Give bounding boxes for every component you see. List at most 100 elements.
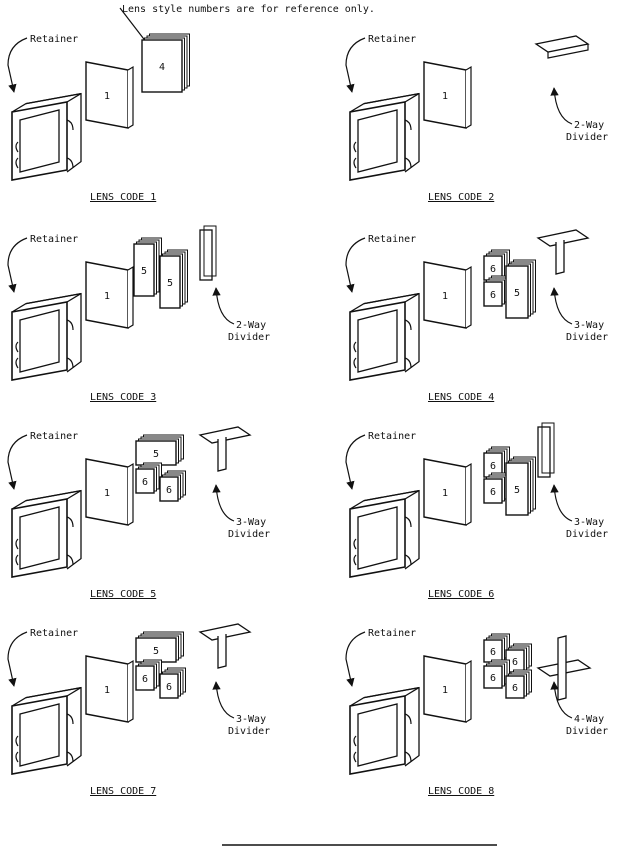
retainer-window xyxy=(357,109,398,173)
divider-label-line2: Divider xyxy=(566,726,608,737)
reference-note-text: Lens style numbers are for reference onl… xyxy=(122,4,375,15)
retainer-label: Retainer xyxy=(30,234,78,245)
lens-number: 6 xyxy=(166,682,172,693)
divider-bar xyxy=(198,623,252,641)
retainer-arrow xyxy=(7,631,28,687)
retainer-clips xyxy=(66,516,74,566)
lens-block xyxy=(135,440,177,466)
lens-block xyxy=(141,39,183,93)
divider-label-line1: 3-Way xyxy=(236,714,266,725)
lens-code-caption: LENS CODE 8 xyxy=(428,786,494,797)
lens-number: 5 xyxy=(167,278,173,289)
lens-block xyxy=(505,265,529,319)
retainer-top xyxy=(11,489,82,510)
lens-block xyxy=(133,243,155,297)
lens-number: 6 xyxy=(490,673,496,684)
divider-arrow xyxy=(212,287,235,325)
lens-plate-edge xyxy=(465,265,472,329)
retainer-arrow xyxy=(345,434,366,490)
divider-label-line1: 3-Way xyxy=(574,517,604,528)
retainer-hooks xyxy=(353,735,357,763)
lens-code-caption: LENS CODE 4 xyxy=(428,392,494,403)
retainer-top xyxy=(11,292,82,313)
divider-label-line2: Divider xyxy=(566,132,608,143)
divider-label-line2: Divider xyxy=(566,529,608,540)
lens-block xyxy=(505,462,529,516)
lens-block xyxy=(159,673,179,699)
divider-label-line2: Divider xyxy=(228,726,270,737)
lens-block xyxy=(483,665,503,689)
retainer-arrow xyxy=(345,237,366,293)
lens-block xyxy=(483,281,503,307)
retainer-window xyxy=(19,703,60,767)
divider-arrow xyxy=(550,484,573,522)
lens-plate-edge xyxy=(127,65,134,129)
retainer-clips xyxy=(404,713,412,763)
lens-number: 1 xyxy=(104,685,110,696)
divider-arrow xyxy=(550,287,573,325)
lens-number: 6 xyxy=(490,487,496,498)
retainer-window xyxy=(19,506,60,570)
retainer-clips xyxy=(66,713,74,763)
lens-number: 6 xyxy=(512,683,518,694)
lens-block xyxy=(135,637,177,663)
divider-bar xyxy=(537,426,551,478)
retainer-top xyxy=(11,92,82,113)
lens-block xyxy=(505,675,525,699)
divider-bar xyxy=(534,35,590,53)
divider-bar xyxy=(536,229,590,247)
divider-stem xyxy=(557,635,567,701)
retainer-arrow xyxy=(345,631,366,687)
retainer-top xyxy=(349,489,420,510)
divider-flange xyxy=(541,422,555,474)
lens-number: 6 xyxy=(490,290,496,301)
retainer-label: Retainer xyxy=(368,34,416,45)
retainer-label: Retainer xyxy=(368,431,416,442)
divider-stem xyxy=(217,437,227,472)
divider-arrow xyxy=(212,681,235,719)
retainer-arrow xyxy=(345,37,366,93)
lens-plate-edge xyxy=(465,65,472,129)
retainer-hooks xyxy=(15,538,19,566)
retainer-hooks xyxy=(353,341,357,369)
retainer-window xyxy=(357,703,398,767)
lens-number: 6 xyxy=(512,657,518,668)
divider-arrow xyxy=(550,681,573,719)
lens-number: 6 xyxy=(166,485,172,496)
lens-plate-edge xyxy=(127,462,134,526)
divider-stem xyxy=(217,634,227,669)
lens-code-caption: LENS CODE 5 xyxy=(90,589,156,600)
lens-number: 1 xyxy=(104,291,110,302)
retainer-label: Retainer xyxy=(30,34,78,45)
lens-number: 6 xyxy=(490,647,496,658)
lens-number: 1 xyxy=(104,488,110,499)
lens-number: 6 xyxy=(490,461,496,472)
divider-label-line2: Divider xyxy=(228,529,270,540)
divider-bar xyxy=(198,426,252,444)
retainer-hooks xyxy=(353,141,357,169)
lens-code-caption: LENS CODE 6 xyxy=(428,589,494,600)
lens-number: 5 xyxy=(514,288,520,299)
lens-code-caption: LENS CODE 7 xyxy=(90,786,156,797)
lens-block xyxy=(159,476,179,502)
retainer-hooks xyxy=(353,538,357,566)
lens-number: 5 xyxy=(514,485,520,496)
retainer-window xyxy=(19,309,60,373)
retainer-arrow xyxy=(7,434,28,490)
lens-plate-edge xyxy=(127,659,134,723)
retainer-clips xyxy=(404,516,412,566)
lens-number: 6 xyxy=(142,674,148,685)
retainer-window xyxy=(19,109,60,173)
divider-label-line1: 3-Way xyxy=(574,320,604,331)
lens-block xyxy=(483,478,503,504)
divider-label-line1: 2-Way xyxy=(236,320,266,331)
divider-arrow xyxy=(550,87,573,125)
retainer-top xyxy=(349,292,420,313)
